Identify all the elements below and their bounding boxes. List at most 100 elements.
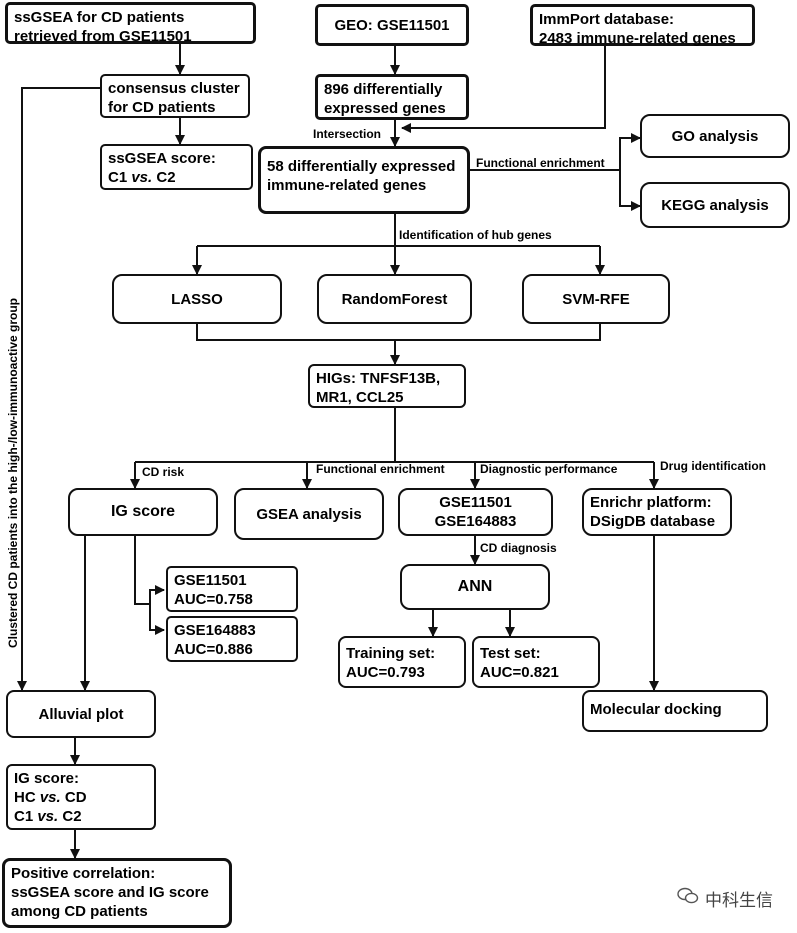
ssgsea-retrieved-line1: ssGSEA for CD patients [14, 9, 185, 26]
arrow-to-auc1 [149, 585, 165, 604]
training-set-box: Training set: AUC=0.793 [338, 636, 466, 688]
immport-line1: ImmPort database: [539, 11, 675, 28]
positive-line2: ssGSEA score and IG score [11, 884, 209, 901]
gse-pair-box: GSE11501 GSE164883 [398, 488, 553, 536]
arrow-deg58-to-kegg [619, 170, 641, 211]
consensus-line2: for CD patients [108, 99, 216, 116]
watermark: 中科生信 [677, 886, 773, 911]
ig-compare-line3: C1 vs. C2 [14, 807, 148, 826]
svm-rfe-text: SVM-RFE [562, 290, 630, 308]
ssgsea-score-c1: C1 [108, 169, 132, 186]
gsea-text: GSEA analysis [256, 505, 362, 523]
auc-gse11501-line2: AUC=0.758 [174, 591, 253, 608]
label-hub-genes: Identification of hub genes [399, 228, 552, 242]
higs-line1: HIGs: TNFSF13B, [316, 370, 441, 387]
ig-compare-cd: CD [60, 789, 87, 806]
ann-text: ANN [457, 578, 493, 595]
ig-compare-vs1: vs. [39, 789, 61, 806]
deg58-box: 58 differentially expressed immune-relat… [258, 146, 470, 214]
label-cd-risk: CD risk [142, 465, 185, 479]
label-functional-enrichment-top: Functional enrichment [476, 156, 605, 170]
go-text: GO analysis [671, 127, 759, 145]
positive-correlation-box: Positive correlation: ssGSEA score and I… [2, 858, 232, 928]
ssgsea-score-box: ssGSEA score: C1 vs. C2 [100, 144, 253, 190]
gse-pair-line2: GSE164883 [434, 513, 517, 530]
lasso-text: LASSO [171, 290, 223, 308]
line-igscore-to-auc [134, 536, 150, 605]
deg58-line2: immune-related genes [267, 177, 427, 194]
enrichr-line1: Enrichr platform: [590, 494, 712, 511]
arrow-immport-to-intersection [401, 46, 606, 133]
ssgsea-retrieved-line2: retrieved from GSE11501 [14, 28, 192, 45]
randomforest-box: RandomForest [317, 274, 472, 324]
arrow-deg58-to-go [470, 133, 641, 171]
auc-gse164883-line1: GSE164883 [174, 622, 256, 639]
lasso-box: LASSO [112, 274, 282, 324]
label-diagnostic: Diagnostic performance [480, 462, 618, 476]
gse-pair-line1: GSE11501 [439, 494, 512, 511]
training-set-line2: AUC=0.793 [346, 664, 425, 681]
alluvial-text: Alluvial plot [38, 705, 124, 723]
immport-box: ImmPort database: 2483 immune-related ge… [530, 4, 755, 47]
deg896-box: 896 differentially expressed genes [315, 74, 469, 120]
geo-box: GEO: GSE11501 [315, 4, 469, 46]
kegg-box: KEGG analysis [640, 182, 790, 228]
higs-box: HIGs: TNFSF13B, MR1, CCL25 [308, 364, 466, 408]
igscore-text: IG score [110, 503, 176, 520]
ssgsea-score-vs: vs. [131, 169, 153, 186]
kegg-text: KEGG analysis [661, 196, 769, 214]
geo-text: GEO: GSE11501 [334, 16, 450, 34]
immport-line2: 2483 immune-related genes [539, 30, 736, 47]
svm-rfe-box: SVM-RFE [522, 274, 670, 324]
ig-compare-vs2: vs. [37, 808, 59, 825]
consensus-box: consensus cluster for CD patients [100, 74, 250, 118]
label-vertical-clustered: Clustered CD patients into the high-/low… [6, 297, 20, 648]
auc-gse164883-line2: AUC=0.886 [174, 641, 253, 658]
consensus-line1: consensus cluster [108, 80, 240, 97]
ig-compare-c2: C2 [58, 808, 82, 825]
deg896-line2: expressed genes [324, 100, 446, 117]
ig-compare-line2: HC vs. CD [14, 788, 148, 807]
watermark-text: 中科生信 [705, 891, 773, 911]
ssgsea-score-c2: C2 [152, 169, 176, 186]
ssgsea-retrieved-box: ssGSEA for CD patients retrieved from GS… [5, 2, 256, 45]
molecular-docking-text: Molecular docking [590, 701, 722, 718]
arrow-to-auc2 [149, 604, 165, 635]
wechat-icon [677, 887, 699, 910]
ssgsea-score-line1: ssGSEA score: [108, 150, 216, 167]
ig-compare-line1: IG score: [14, 770, 80, 787]
gsea-box: GSEA analysis [234, 488, 384, 540]
auc-gse11501-box: GSE11501 AUC=0.758 [166, 566, 298, 612]
igscore-box: IG score [68, 488, 218, 536]
ann-box: ANN [400, 564, 550, 610]
molecular-docking-box: Molecular docking [582, 690, 768, 732]
label-functional-enrichment-mid: Functional enrichment [316, 462, 445, 476]
auc-gse11501-line1: GSE11501 [174, 572, 247, 589]
training-set-line1: Training set: [346, 645, 436, 662]
enrichr-box: Enrichr platform: DSigDB database [582, 488, 732, 536]
deg896-line1: 896 differentially [324, 81, 443, 98]
arrow-consensus-to-alluvial [17, 87, 100, 691]
ig-compare-box: IG score: HC vs. CD C1 vs. C2 [6, 764, 156, 830]
enrichr-line2: DSigDB database [590, 513, 716, 530]
test-set-box: Test set: AUC=0.821 [472, 636, 600, 688]
auc-gse164883-box: GSE164883 AUC=0.886 [166, 616, 298, 662]
label-intersection: Intersection [313, 127, 382, 141]
positive-line3: among CD patients [11, 903, 148, 920]
test-set-line2: AUC=0.821 [480, 664, 559, 681]
higs-line2: MR1, CCL25 [316, 389, 404, 406]
test-set-line1: Test set: [480, 645, 541, 662]
label-drug: Drug identification [660, 459, 766, 473]
ig-compare-c1: C1 [14, 808, 38, 825]
randomforest-text: RandomForest [341, 290, 448, 308]
alluvial-box: Alluvial plot [6, 690, 156, 738]
line-methods-join [196, 324, 601, 341]
go-box: GO analysis [640, 114, 790, 158]
positive-line1: Positive correlation: [11, 865, 156, 882]
ssgsea-score-line2: C1 vs. C2 [108, 168, 245, 187]
ig-compare-hc: HC [14, 789, 40, 806]
deg58-line1: 58 differentially expressed [267, 158, 456, 175]
label-cd-diagnosis: CD diagnosis [480, 541, 557, 555]
